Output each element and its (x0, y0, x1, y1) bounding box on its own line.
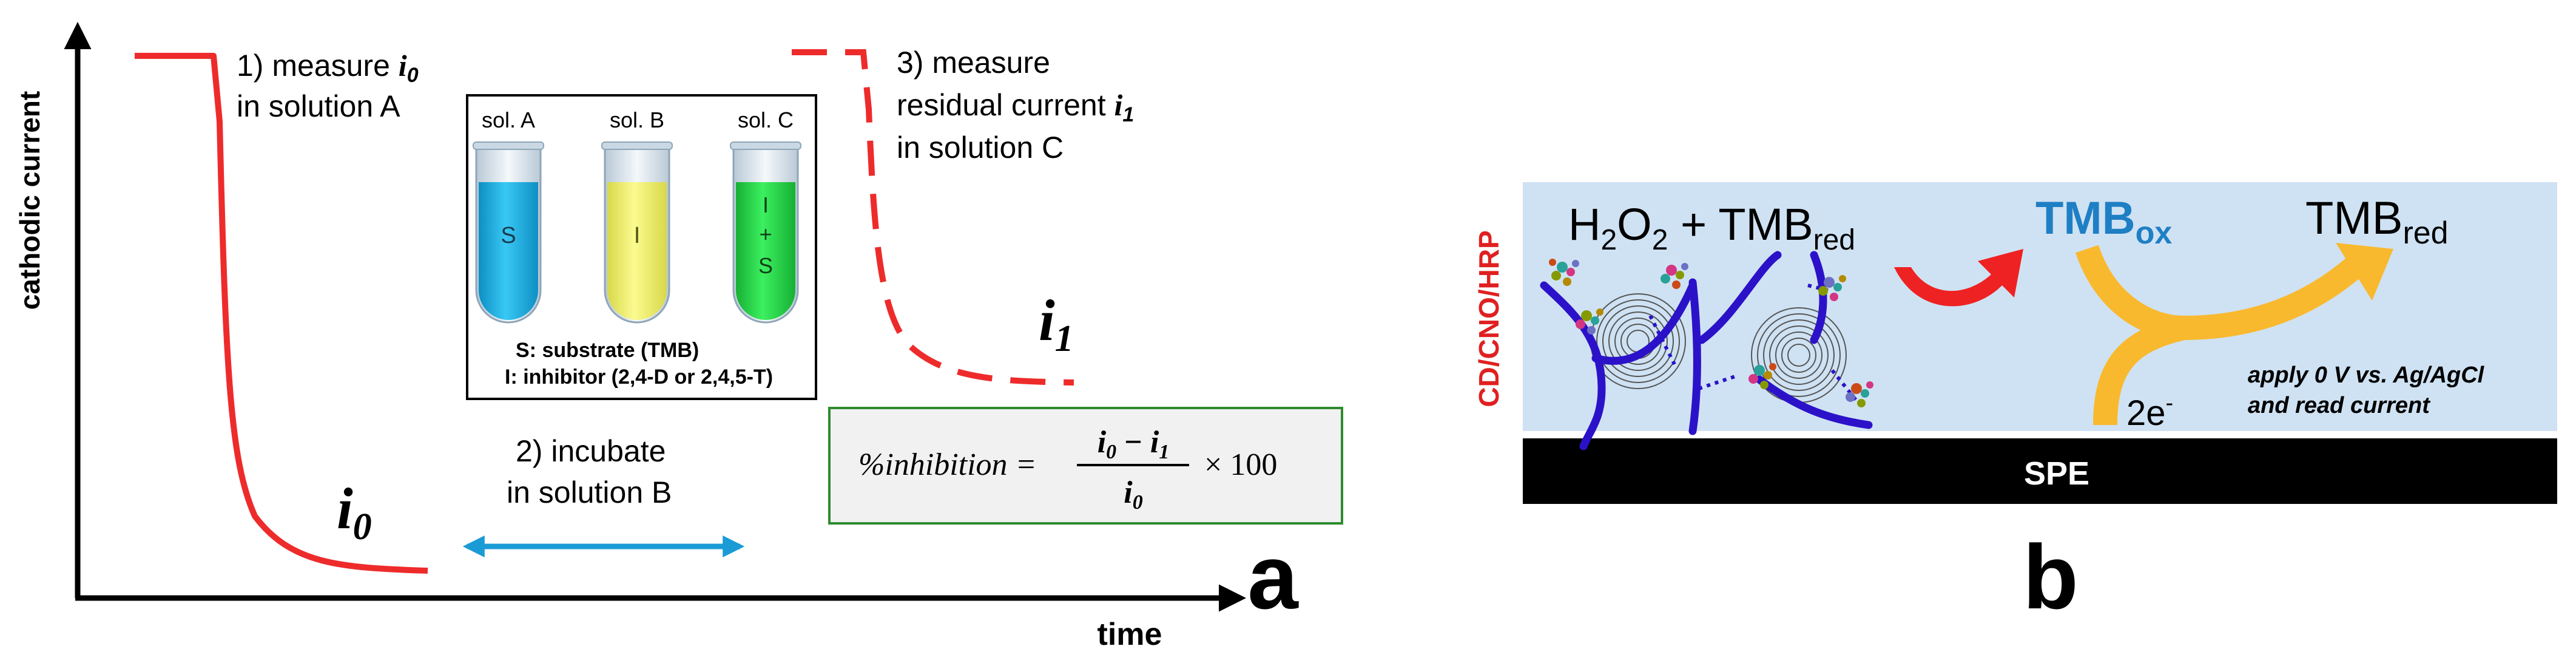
step1-line2: in solution A (237, 89, 400, 123)
step3-line1: 3) measure (897, 46, 1050, 80)
fiber-dashes (1648, 284, 1858, 402)
step3-line3: in solution C (897, 131, 1064, 165)
tube-label-c: sol. C (738, 107, 794, 132)
equation-denominator: i0 (1124, 475, 1142, 514)
marker-i0: i0 (337, 476, 372, 548)
enzyme-hrp-clusters (1549, 259, 1873, 407)
tube-a-content: S (501, 223, 516, 248)
x-axis-label: time (1097, 617, 1162, 652)
panel-a: cathodic current time a 1) measure i0 in… (14, 22, 1343, 652)
panel-label-a: a (1247, 526, 1299, 628)
fibers (1540, 251, 1873, 450)
apply-potential-line2: and read current (2248, 393, 2430, 418)
tube-a: S (473, 141, 544, 324)
tube-b-content: I (634, 223, 641, 248)
tube-c-content-2: + (759, 222, 772, 246)
equation-rhs: × 100 (1204, 447, 1277, 482)
equation-numerator: i0 − i1 (1097, 425, 1170, 463)
y-axis-label: cathodic current (14, 91, 46, 310)
tmb-red: TMBred (2305, 192, 2449, 251)
tube-c-content-1: I (763, 192, 769, 217)
tube-c: I + S (730, 141, 801, 324)
tube-b: I (601, 141, 673, 324)
tmb-ox: TMBox (2035, 192, 2172, 251)
solutions-box: sol. A sol. B sol. C S I I (466, 94, 817, 400)
legend-substrate: S: substrate (TMB) (516, 339, 699, 362)
step2-line1: 2) incubate (516, 434, 666, 468)
equation-lhs: %inhibition = (858, 447, 1037, 482)
legend-inhibitor: I: inhibitor (2,4-D or 2,4,5-T) (505, 365, 773, 389)
electron-label: 2e- (2126, 390, 2173, 433)
spe-label: SPE (2024, 455, 2089, 492)
panel-label-b: b (2023, 526, 2079, 628)
red-curved-arrow (1894, 249, 2023, 307)
equation-box: %inhibition = i0 − i1 i0 × 100 (828, 407, 1343, 525)
step3-line2: residual current i1 (897, 88, 1134, 126)
tube-label-b: sol. B (610, 107, 664, 132)
panel-b: SPE CD/CNO/HRP (1473, 182, 2557, 628)
spe-electrode (1523, 438, 2557, 504)
reaction-reactants: H2O2 + TMBred (1568, 199, 1855, 256)
marker-i1: i1 (1039, 288, 1074, 359)
apply-potential-line1: apply 0 V vs. Ag/AgCl (2248, 362, 2485, 388)
tube-c-content-3: S (758, 253, 773, 278)
yellow-electron-arrow (2075, 243, 2393, 426)
step2-line2: in solution B (507, 475, 672, 509)
vertical-label: CD/CNO/HRP (1473, 230, 1505, 407)
step1-line1: 1) measure i0 (237, 49, 419, 87)
tube-label-a: sol. A (482, 107, 535, 132)
current-curve-initial (135, 53, 428, 574)
